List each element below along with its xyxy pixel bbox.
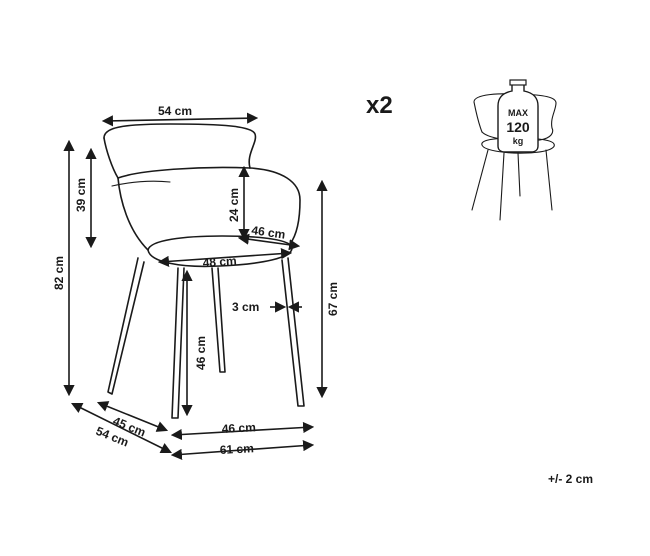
label-armrest-height: 24 cm — [227, 188, 241, 222]
leg-back-right — [211, 267, 226, 373]
shell-inner-line — [111, 180, 171, 187]
label-arm-height-total: 67 cm — [326, 282, 340, 316]
leg-back-left — [107, 257, 145, 395]
small-leg-2 — [499, 152, 505, 221]
label-width-front: 46 cm — [221, 420, 256, 436]
label-total-height: 82 cm — [52, 256, 66, 290]
label-backrest-height: 39 cm — [74, 178, 88, 212]
backrest-top-outline — [103, 123, 257, 169]
label-leg-thickness: 3 cm — [232, 300, 259, 314]
arrow-seat-depth-inner — [237, 233, 301, 251]
small-backrest-side — [473, 101, 483, 133]
shell-left-side — [117, 177, 149, 251]
leg-front-left — [171, 267, 185, 419]
small-backrest — [473, 93, 557, 129]
label-seat-depth-inner: 46 cm — [251, 223, 287, 242]
arrow-width-total — [170, 440, 315, 460]
arrow-backrest-width — [101, 112, 259, 127]
leg-front-right — [281, 257, 305, 407]
arrow-depth-total — [70, 402, 173, 454]
dimension-lines — [63, 112, 328, 460]
backrest-left-edge — [103, 137, 119, 179]
arrow-seat-width — [157, 248, 293, 267]
label-backrest-width: 54 cm — [158, 104, 192, 118]
label-seat-to-floor: 46 cm — [194, 336, 208, 370]
small-leg-3 — [517, 152, 521, 197]
chair-drawing — [103, 123, 305, 419]
load-capacity-illustration: MAX 120 kg — [471, 79, 557, 221]
label-width-total: 61 cm — [219, 441, 254, 457]
badge-max-label: MAX — [508, 108, 528, 118]
tolerance-note: +/- 2 cm — [548, 472, 593, 486]
small-leg-4 — [545, 149, 553, 211]
arrow-width-front — [170, 421, 315, 441]
shell-outline — [117, 166, 301, 245]
weight-badge-cap — [509, 79, 527, 86]
small-shell — [481, 127, 554, 142]
badge-unit-label: kg — [513, 136, 524, 146]
badge-value-label: 120 — [506, 119, 530, 135]
dimension-labels: 54 cm 39 cm 82 cm 24 cm 46 cm 48 cm 3 cm… — [52, 104, 340, 457]
label-seat-width: 48 cm — [202, 254, 237, 270]
weight-badge-icon — [497, 83, 539, 153]
quantity-label: x2 — [366, 92, 393, 119]
small-leg-1 — [471, 149, 489, 211]
